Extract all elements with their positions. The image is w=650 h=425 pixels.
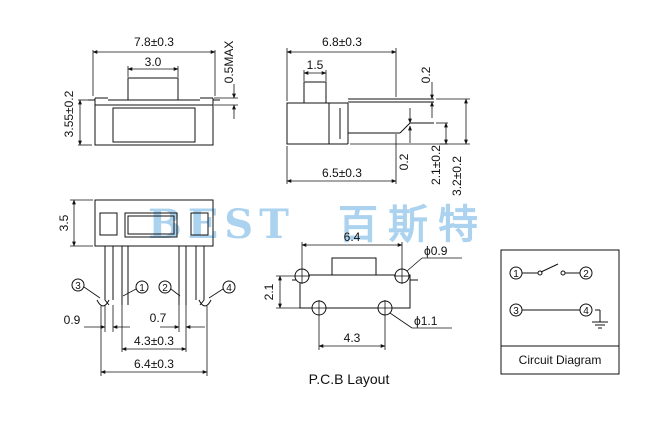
- pin-label-4: 4: [226, 283, 232, 294]
- front-actuator-height-label: 0.5MAX: [222, 41, 236, 84]
- circuit-pin-3: 3: [513, 306, 519, 317]
- side-body: [286, 102, 330, 145]
- pcb-hole-bottom-left: [311, 300, 327, 316]
- pcb-big-hole-label: ϕ0.9: [424, 244, 448, 258]
- pcb-layout: 6.4 4.3 2.1 ϕ0.9 ϕ1.1 P.C.B Layout: [262, 230, 462, 387]
- side-height-2-label: 3.2±0.2: [450, 156, 464, 196]
- front-height-label: 3.55±0.2: [62, 90, 76, 137]
- pcb-hole-top-left: [294, 268, 310, 284]
- front-width-label: 7.8±0.3: [134, 35, 174, 49]
- pcb-hole-bottom-right: [377, 300, 393, 316]
- circuit-pin-1: 1: [513, 269, 519, 280]
- bottom-span-label: 6.4±0.3: [134, 357, 174, 371]
- pcb-small-hole-label: ϕ1.1: [414, 314, 438, 328]
- circuit-frame: [500, 249, 620, 375]
- side-view: 6.8±0.3 1.5 0.2 0.2 2.1±0.2 3.2±0.2 6.5±…: [286, 35, 470, 196]
- bottom-height-label: 3.5: [57, 214, 71, 231]
- side-terminal-bottom-label: 0.2: [397, 153, 411, 170]
- pin-label-3: 3: [75, 281, 81, 292]
- bottom-view: 3 1 2 4 3.5 0.9 0.7 4.3±0.3: [57, 199, 236, 376]
- circuit-diagram: 1 2 3 4 Circuit Diagram: [500, 249, 620, 375]
- circuit-pin-4: 4: [583, 306, 589, 317]
- pcb-layout-title: P.C.B Layout: [309, 371, 390, 387]
- watermark: BEST 百斯特: [148, 201, 488, 248]
- bottom-pin-gap-label: 0.7: [150, 311, 167, 325]
- side-length-label: 6.8±0.3: [322, 35, 362, 49]
- pcb-hole-top-right: [394, 268, 410, 284]
- pin-label-1: 1: [139, 283, 145, 294]
- bottom-body: [94, 199, 214, 247]
- front-view: 7.8±0.3 3.0 3.55±0.2 0.5MAX: [62, 35, 238, 146]
- front-actuator-width-label: 3.0: [145, 55, 162, 69]
- bottom-pitch-label: 4.3±0.3: [134, 334, 174, 348]
- watermark-latin: BEST: [148, 201, 295, 248]
- front-inner: [112, 107, 196, 143]
- front-actuator: [127, 77, 179, 101]
- side-actuator-label: 1.5: [307, 58, 324, 72]
- pcb-pitch-label: 4.3: [344, 331, 361, 345]
- pcb-width-label: 6.4: [344, 230, 361, 244]
- circuit-title: Circuit Diagram: [519, 353, 602, 367]
- pcb-row-gap-label: 2.1: [262, 283, 276, 300]
- watermark-cjk: 百斯特: [338, 201, 488, 248]
- side-terminal-top-label: 0.2: [419, 66, 433, 83]
- front-body: [94, 104, 214, 146]
- circuit-pin-2: 2: [583, 269, 589, 280]
- side-actuator: [303, 81, 327, 104]
- pcb-actuator: [331, 257, 377, 276]
- bottom-pin-width-label: 0.9: [64, 313, 81, 327]
- side-height-1-label: 2.1±0.2: [429, 145, 443, 185]
- side-body-length-label: 6.5±0.3: [322, 166, 362, 180]
- pin-label-2: 2: [162, 283, 168, 294]
